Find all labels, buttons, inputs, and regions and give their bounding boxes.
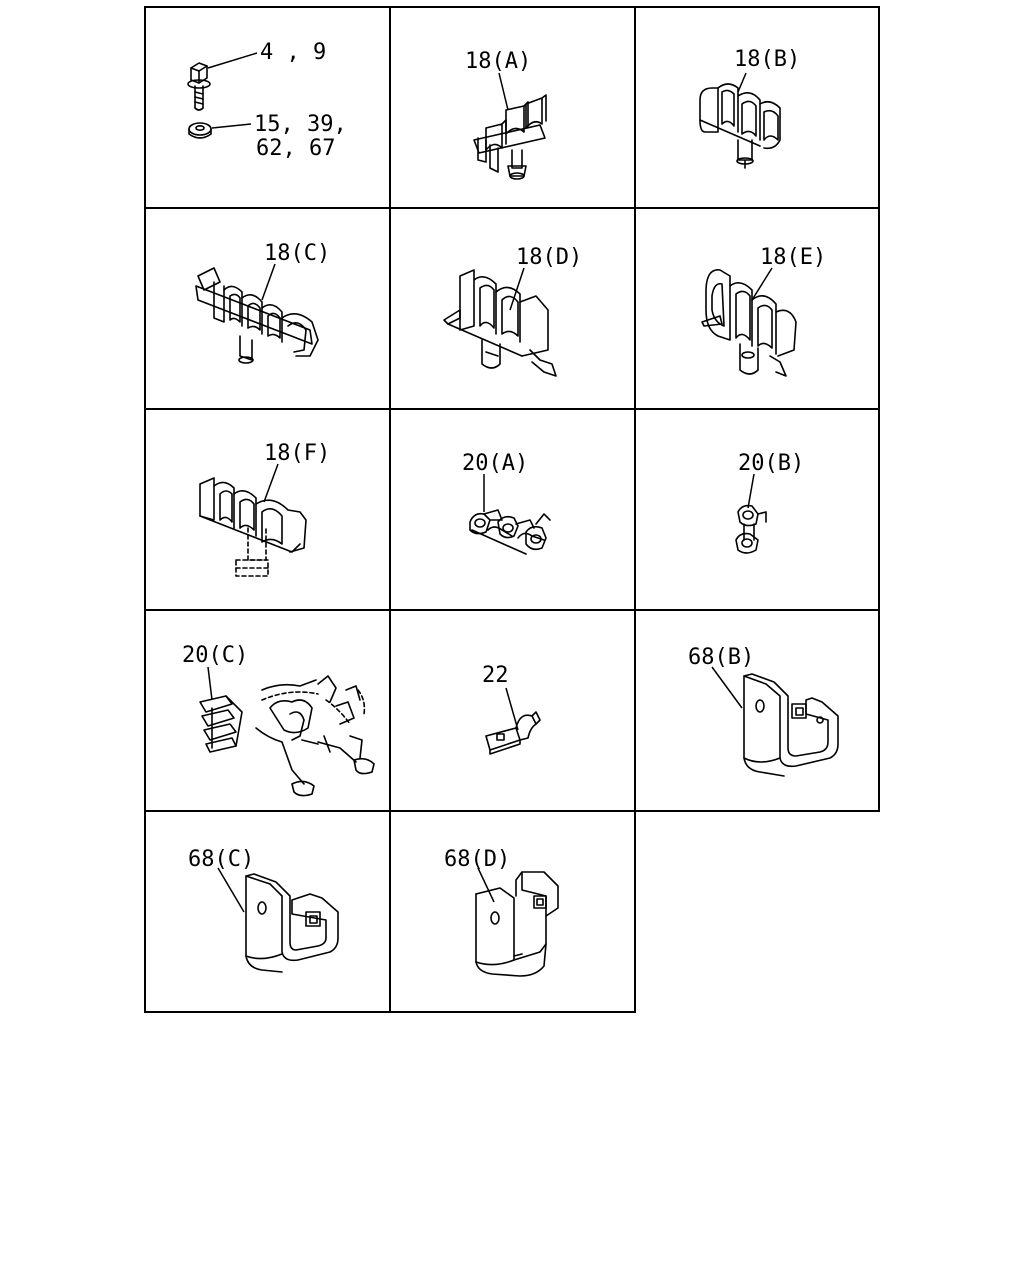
callout-18a: 18(A) bbox=[465, 49, 531, 74]
leader-68b bbox=[711, 666, 743, 709]
bracket-68b-icon bbox=[743, 673, 839, 777]
callout-18f: 18(F) bbox=[264, 441, 330, 466]
bracket-68c-icon bbox=[245, 873, 339, 973]
cell-frame-clamp-18e bbox=[634, 207, 880, 410]
cell-clamp-18d: 18(D) bbox=[443, 245, 582, 377]
cell-clamp-18a: 18(A) bbox=[465, 49, 547, 180]
cell-clamp-18c: 18(C) bbox=[195, 241, 330, 364]
callout-18c: 18(C) bbox=[264, 241, 330, 266]
cell-bracket-68b: 68(B) bbox=[688, 645, 839, 777]
callout-68b: 68(B) bbox=[688, 645, 754, 670]
bracket-68d-icon bbox=[475, 871, 559, 977]
leader-bolt bbox=[207, 52, 258, 69]
clamp-18e-icon bbox=[701, 269, 797, 377]
clamp-20a-icon bbox=[469, 509, 551, 555]
leader-18b bbox=[737, 72, 747, 93]
callout-washer-line2: 62, 67 bbox=[256, 136, 335, 161]
cell-frame-bolt-washer bbox=[144, 6, 391, 209]
leader-20c bbox=[207, 666, 213, 701]
leader-18e bbox=[751, 267, 773, 301]
callout-18d: 18(D) bbox=[516, 245, 582, 270]
clip-22-icon bbox=[485, 711, 541, 755]
cell-frame-clamp-18b bbox=[634, 6, 880, 209]
leader-18c bbox=[261, 263, 276, 301]
callout-20a: 20(A) bbox=[462, 451, 528, 476]
clamp-18f-icon bbox=[199, 477, 307, 577]
clamp-18b-icon bbox=[699, 83, 781, 169]
cell-frame-bracket-68d bbox=[389, 810, 636, 1013]
callout-22: 22 bbox=[482, 663, 509, 688]
cell-frame-clamp-18c bbox=[144, 207, 391, 410]
callout-bolt: 4 , 9 bbox=[260, 40, 326, 65]
clamp-20b-icon bbox=[735, 504, 767, 554]
callout-68d: 68(D) bbox=[444, 847, 510, 872]
cell-clamp-18b: 18(B) bbox=[699, 47, 800, 169]
cell-clamp-18f: 18(F) bbox=[199, 441, 330, 577]
routing-sketch-icon bbox=[255, 675, 375, 797]
cell-frame-clamp-20b bbox=[634, 408, 880, 611]
leader-18f bbox=[263, 463, 279, 503]
leader-18a bbox=[498, 72, 509, 111]
callout-washer-line1: 15, 39, bbox=[254, 112, 347, 137]
cell-frame-clamp-20c bbox=[144, 609, 391, 812]
clamp-18a-icon bbox=[473, 94, 547, 180]
cell-bolt-washer: 4 , 9 15, 39, 62, 67 bbox=[187, 40, 347, 161]
callout-20c: 20(C) bbox=[182, 643, 248, 668]
callout-68c: 68(C) bbox=[188, 847, 254, 872]
clamp-20c-icon bbox=[199, 695, 243, 753]
cell-clip-22: 22 bbox=[482, 663, 541, 755]
leader-washer bbox=[211, 123, 252, 129]
cell-bracket-68c: 68(C) bbox=[188, 847, 339, 973]
callout-20b: 20(B) bbox=[738, 451, 804, 476]
callout-18b: 18(B) bbox=[734, 47, 800, 72]
cell-clamp-18e: 18(E) bbox=[701, 245, 826, 377]
cell-clamp-20b: 20(B) bbox=[735, 451, 804, 554]
cell-clamp-20c: 20(C) bbox=[182, 643, 375, 797]
cell-frame-clamp-18d bbox=[389, 207, 636, 410]
leader-20b bbox=[747, 473, 755, 509]
cell-frame-bracket-68c bbox=[144, 810, 391, 1013]
washer-icon bbox=[188, 122, 212, 139]
leader-68d bbox=[477, 867, 495, 903]
cell-clamp-20a: 20(A) bbox=[462, 451, 551, 555]
cell-frame-clamp-20a bbox=[389, 408, 636, 611]
leader-22 bbox=[505, 687, 519, 731]
leader-18d bbox=[509, 267, 525, 311]
leader-68c bbox=[217, 867, 245, 913]
cell-bracket-68d: 68(D) bbox=[444, 847, 559, 977]
callout-18e: 18(E) bbox=[760, 245, 826, 270]
clamp-18d-icon bbox=[443, 269, 557, 377]
clamp-18c-icon bbox=[195, 267, 319, 364]
flange-bolt-icon bbox=[187, 62, 211, 111]
